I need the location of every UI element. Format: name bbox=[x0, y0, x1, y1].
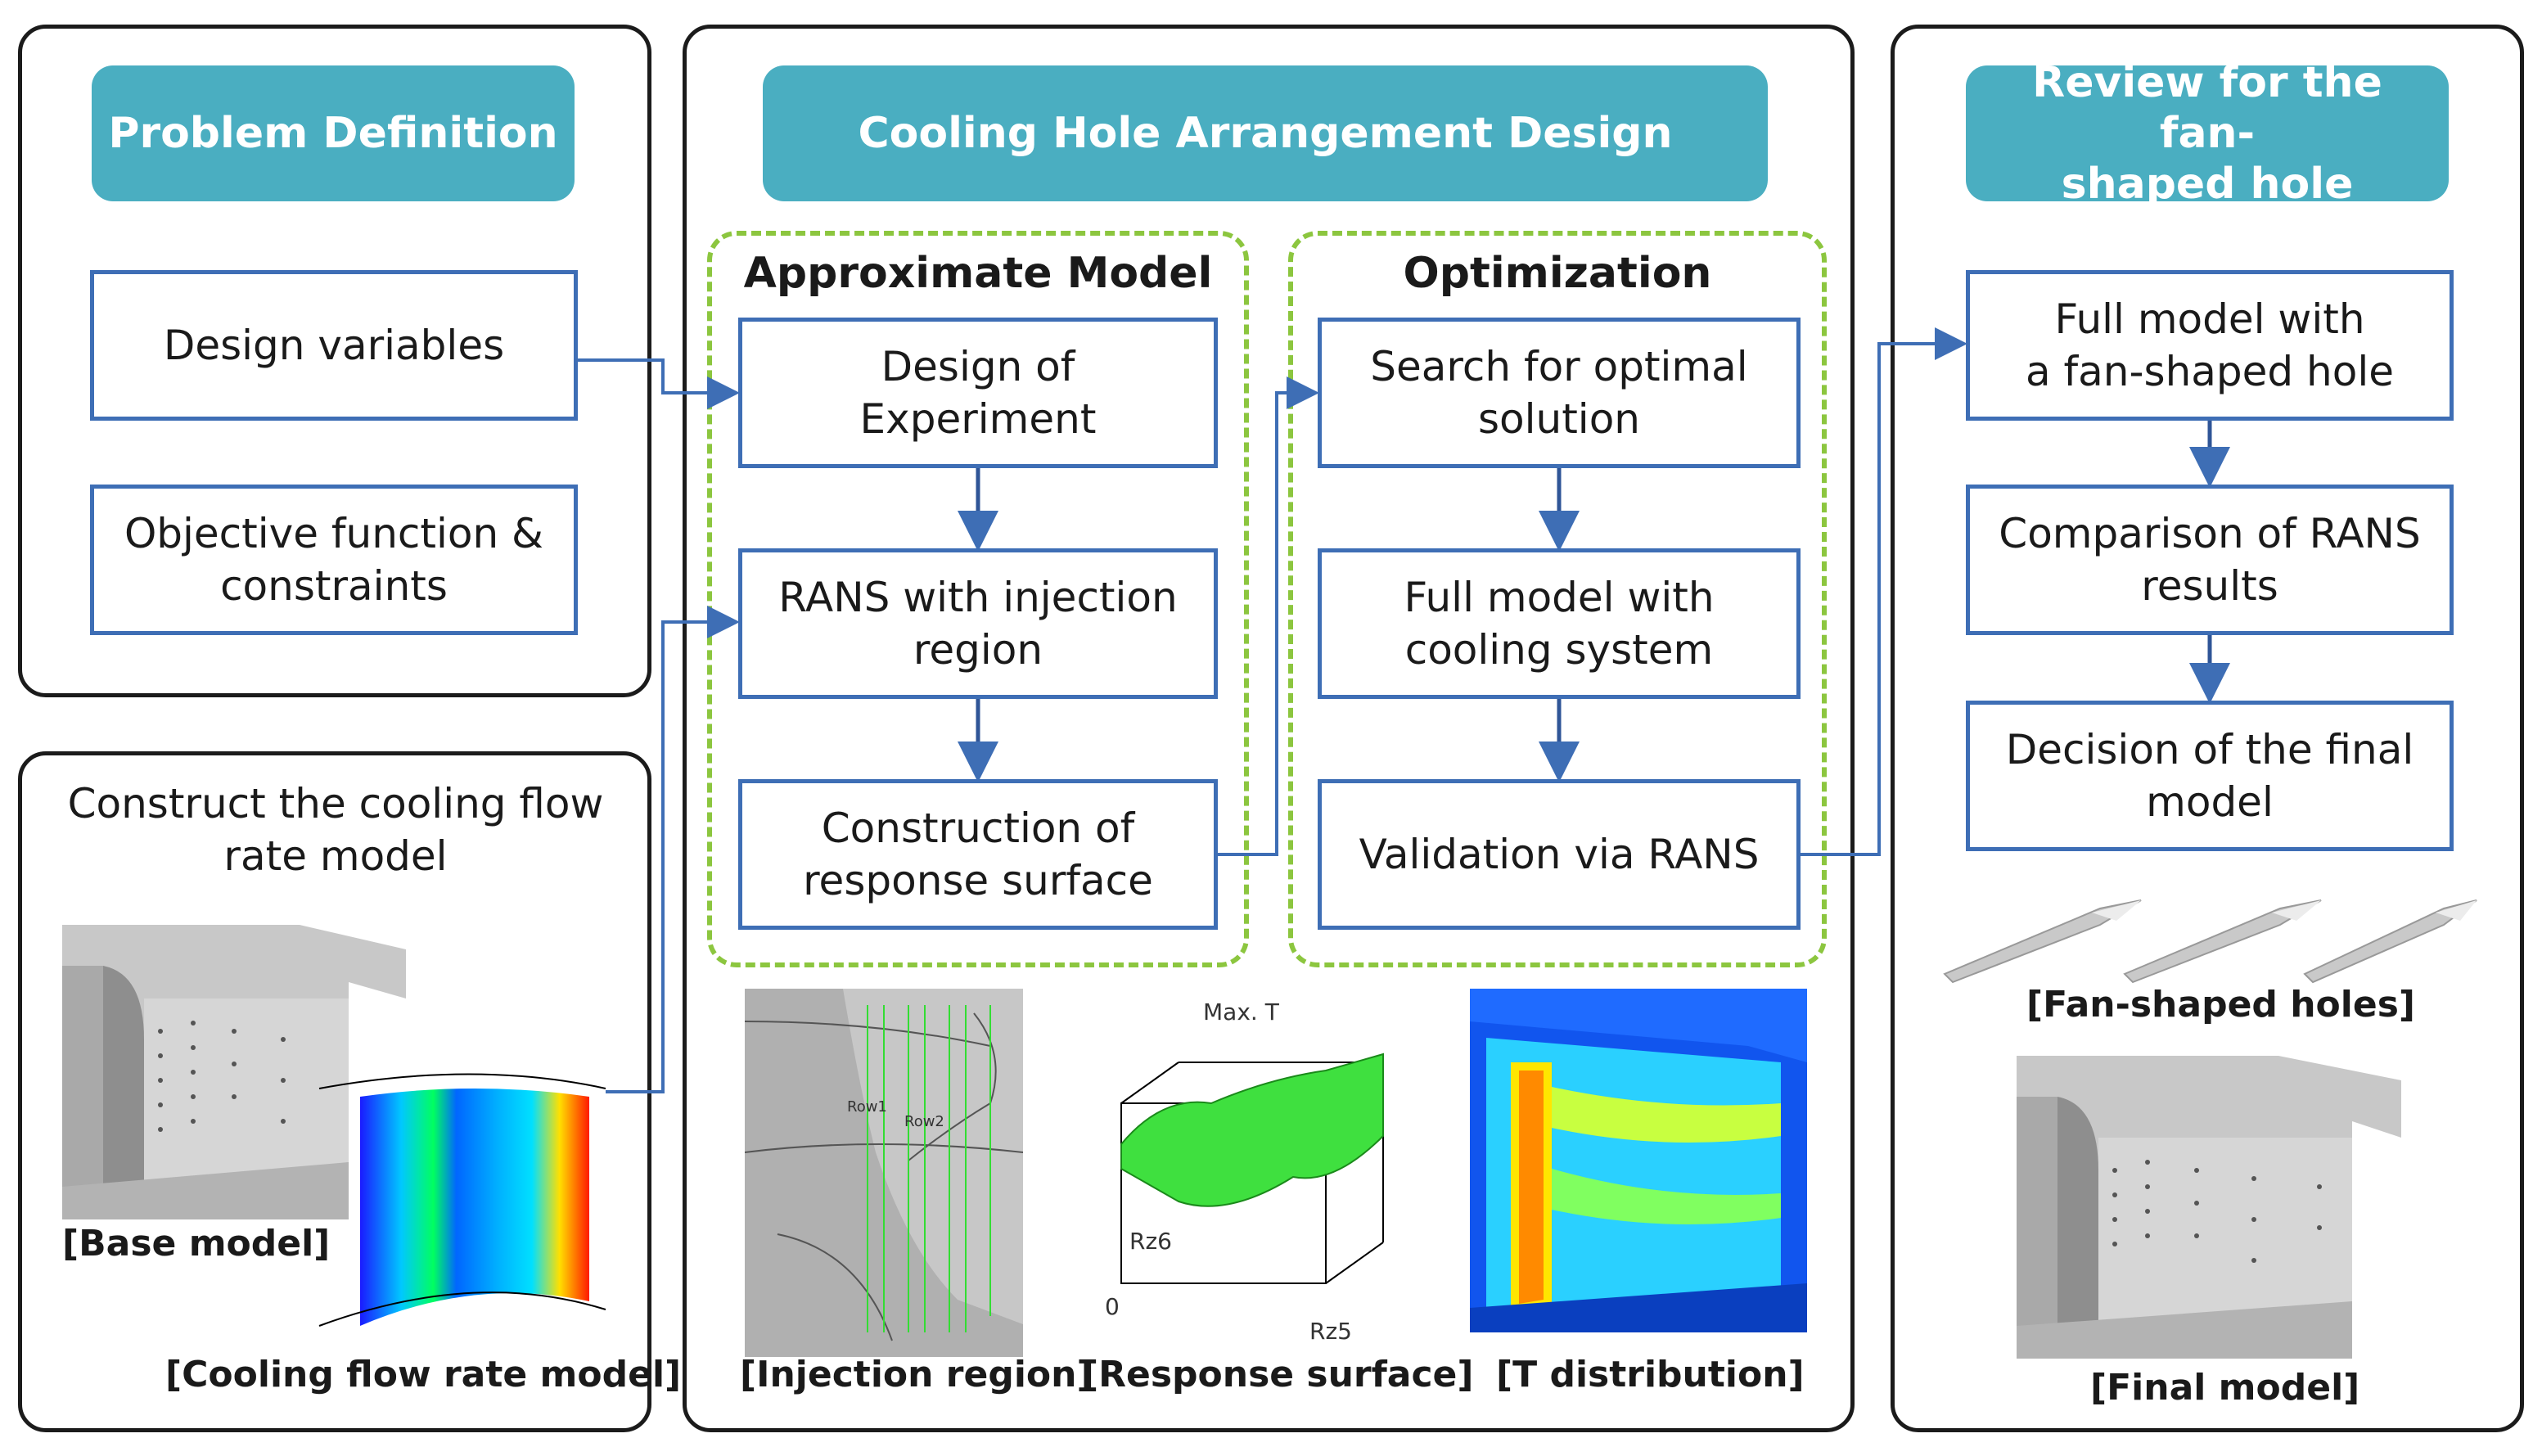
cooling-flow-rate-image bbox=[318, 1073, 606, 1327]
search-optimal-box: Search for optimal solution bbox=[1318, 318, 1801, 468]
rans-injection-box: RANS with injection region bbox=[738, 548, 1218, 699]
approximate-model-title: Approximate Model bbox=[743, 249, 1213, 298]
max-t-label: Max. T bbox=[1203, 998, 1280, 1026]
injection-region-image: Row1 Row2 bbox=[745, 989, 1023, 1357]
response-surface-box: Construction of response surface bbox=[738, 779, 1218, 930]
arrow-design-to-doe bbox=[578, 358, 740, 409]
fan-shaped-holes-image bbox=[1943, 899, 2477, 984]
optimization-group bbox=[1288, 231, 1827, 967]
base-model-caption: [Base model] bbox=[62, 1223, 331, 1264]
response-surface-image: Max. T Rz6 0 Rz5 bbox=[1105, 998, 1384, 1345]
fan-shaped-holes-caption: [Fan-shaped holes] bbox=[2026, 984, 2415, 1026]
final-model-image bbox=[2008, 1048, 2401, 1359]
rz5-label: Rz5 bbox=[1309, 1318, 1352, 1345]
cooling-flow-title: Construct the cooling flow rate model bbox=[67, 780, 604, 880]
rz6-label: Rz6 bbox=[1129, 1228, 1172, 1255]
optimization-title: Optimization bbox=[1403, 249, 1712, 298]
t-distribution-caption: [T distribution] bbox=[1496, 1354, 1805, 1395]
cooling-hole-design-header: Cooling Hole Arrangement Design bbox=[763, 65, 1768, 201]
row1-label: Row1 bbox=[847, 1098, 887, 1116]
fan-hole-review-header: Review for the fan- shaped hole bbox=[1966, 58, 2449, 209]
objective-function-box: Objective function & constraints bbox=[90, 485, 578, 635]
decision-final-box: Decision of the final model bbox=[1966, 701, 2454, 851]
comparison-rans-box: Comparison of RANS results bbox=[1966, 485, 2454, 635]
injection-region-caption: [Injection region] bbox=[740, 1354, 1093, 1395]
full-model-fan-box: Full model with a fan-shaped hole bbox=[1966, 270, 2454, 421]
problem-definition-header: Problem Definition bbox=[92, 65, 575, 201]
arrow-response-to-search bbox=[1218, 376, 1319, 856]
t-distribution-image bbox=[1470, 989, 1807, 1332]
row2-label: Row2 bbox=[904, 1113, 944, 1130]
base-model-image bbox=[54, 917, 414, 1219]
approximate-model-group bbox=[707, 231, 1249, 967]
validation-rans-box: Validation via RANS bbox=[1318, 779, 1801, 930]
arrow-validation-to-fan bbox=[1801, 327, 1967, 856]
zero-label: 0 bbox=[1105, 1293, 1120, 1320]
design-of-experiment-box: Design of Experiment bbox=[738, 318, 1218, 468]
arrow-cooling-to-rans bbox=[606, 606, 740, 1093]
cooling-flow-rate-caption: [Cooling flow rate model] bbox=[165, 1354, 682, 1395]
final-model-caption: [Final model] bbox=[2090, 1367, 2360, 1409]
design-variables-box: Design variables bbox=[90, 270, 578, 421]
response-surface-caption: [Response surface] bbox=[1082, 1354, 1474, 1395]
